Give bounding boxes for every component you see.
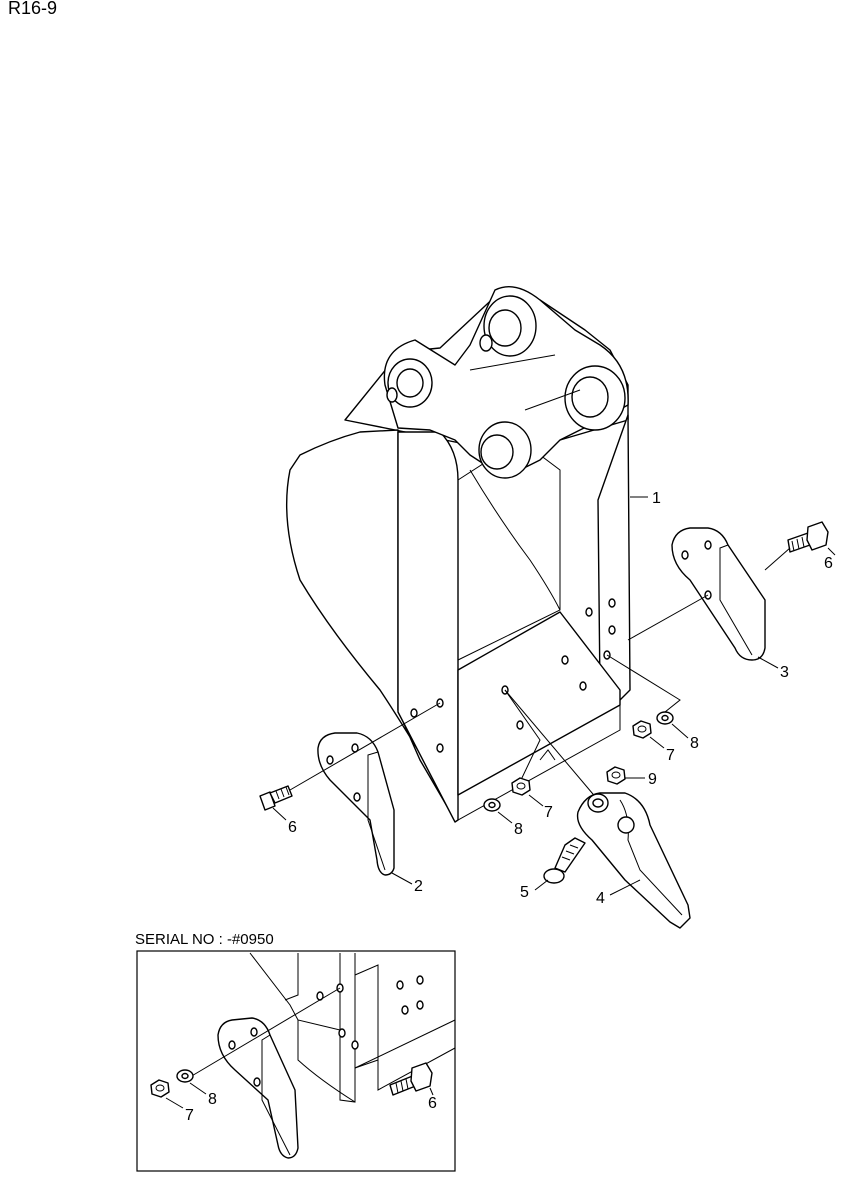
- pin-boss-rear-right: [479, 295, 537, 357]
- inset-detail: [150, 952, 456, 1159]
- callout-9: 9: [648, 771, 657, 788]
- callout-1: 1: [652, 490, 661, 507]
- inset-callout-6: 6: [428, 1095, 437, 1112]
- side-cutter-left: [317, 732, 395, 876]
- bolt-left: [259, 785, 293, 811]
- inset-callout-7: 7: [185, 1107, 194, 1124]
- callout-6-left: 6: [288, 819, 297, 836]
- callout-5: 5: [520, 884, 529, 901]
- inset-caption: SERIAL NO : -#0950: [135, 931, 274, 948]
- callout-7-right: 7: [666, 747, 675, 764]
- bolt-right: [787, 521, 829, 553]
- side-cutter-right: [671, 527, 766, 661]
- washer-tooth: [606, 766, 626, 785]
- callout-8-right: 8: [690, 735, 699, 752]
- tooth: [576, 792, 691, 929]
- nut-right: [632, 720, 652, 739]
- callout-6-right: 6: [824, 555, 833, 572]
- nut-left: [511, 777, 531, 796]
- callout-3: 3: [780, 664, 789, 681]
- washer-left: [483, 798, 501, 812]
- callout-8-left: 8: [514, 821, 523, 838]
- callout-2: 2: [414, 878, 423, 895]
- callout-4: 4: [596, 890, 605, 907]
- bucket-assembly: [285, 286, 631, 823]
- washer-right: [656, 711, 674, 725]
- callout-7-left: 7: [544, 804, 553, 821]
- pin-boss-front-right: [564, 365, 626, 431]
- pin-boss-rear-left: [386, 358, 433, 408]
- inset-callout-8: 8: [208, 1091, 217, 1108]
- tooth-pin: [543, 837, 586, 884]
- page-code: R16-9: [8, 0, 57, 18]
- pin-boss-front-left: [478, 421, 532, 479]
